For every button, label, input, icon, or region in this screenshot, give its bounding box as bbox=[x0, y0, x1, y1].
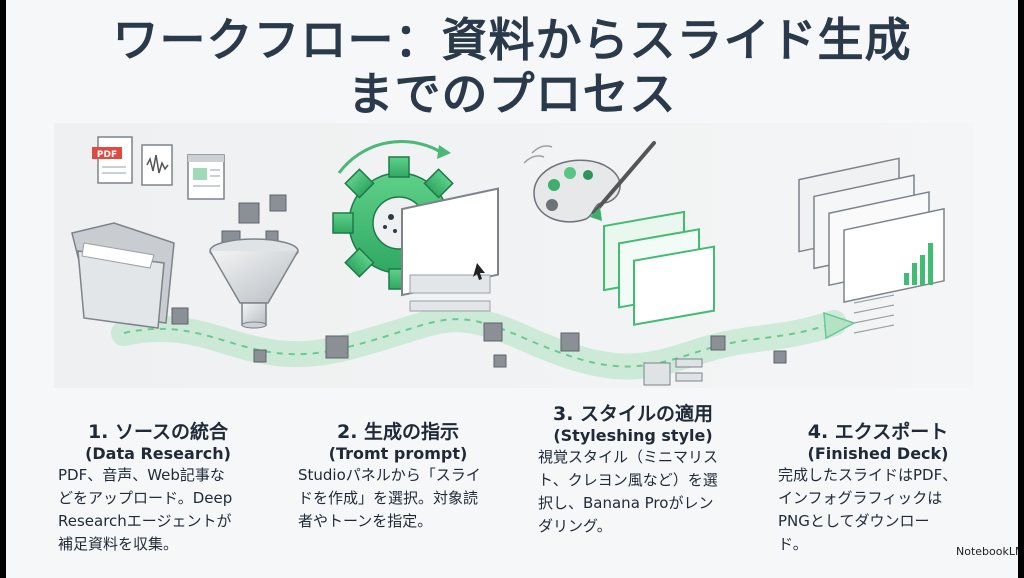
svg-text:PDF: PDF bbox=[97, 150, 117, 160]
step-3-subtitle: (Styleshing style) bbox=[553, 426, 713, 445]
slide-title-line-2: までのプロセス bbox=[347, 67, 677, 121]
step-4-body: 完成したスライドはPDF、インフォグラフィックはPNGとしてダウンロード。 bbox=[778, 466, 958, 553]
notebooklm-watermark: NotebookLM bbox=[956, 545, 1018, 558]
flow-arrow-head bbox=[823, 311, 856, 340]
workflow-illustration: PDF bbox=[54, 123, 974, 388]
funnel-icon bbox=[209, 238, 299, 329]
step-4-subtitle: (Finished Deck) bbox=[807, 444, 949, 463]
step-4: 4. エクスポート (Finished Deck) 完成したスライドはPDF、イ… bbox=[778, 420, 978, 556]
palette-icon bbox=[523, 141, 656, 223]
web-page-icon bbox=[187, 154, 225, 200]
prompt-window-icon bbox=[401, 187, 499, 312]
step-2-body: Studioパネルから「スライドを作成」を選択。対象読者やトーンを指定。 bbox=[298, 466, 481, 530]
step-2-title: 2. 生成の指示 bbox=[336, 421, 460, 443]
step-1-subtitle: (Data Research) bbox=[85, 444, 231, 463]
step-1-body: PDF、音声、Web記事などをアップロード。Deep Researchエージェン… bbox=[58, 466, 233, 553]
styled-slides-icon bbox=[603, 210, 715, 386]
folder-icon bbox=[71, 222, 175, 329]
finished-deck-icon bbox=[798, 157, 945, 334]
step-2: 2. 生成の指示 (Tromt prompt) Studioパネルから「スライド… bbox=[298, 420, 498, 533]
step-4-title: 4. エクスポート bbox=[807, 421, 949, 443]
slide: ワークフロー：資料からスライド生成 までのプロセス bbox=[6, 0, 1018, 578]
pdf-document-icon: PDF bbox=[92, 136, 133, 184]
slide-title-line-1: ワークフロー：資料からスライド生成 bbox=[112, 13, 912, 67]
step-1: 1. ソースの統合 (Data Research) PDF、音声、Web記事など… bbox=[58, 420, 258, 556]
audio-file-icon bbox=[141, 144, 173, 186]
step-3-title: 3. スタイルの適用 bbox=[552, 403, 714, 425]
step-3-body: 視覚スタイル（ミニマリスト、クレヨン風など）を選択し、Banana Proがレン… bbox=[538, 448, 719, 535]
step-1-title: 1. ソースの統合 bbox=[87, 421, 229, 443]
step-2-subtitle: (Tromt prompt) bbox=[328, 444, 468, 463]
step-3: 3. スタイルの適用 (Styleshing style) 視覚スタイル（ミニマ… bbox=[538, 402, 728, 538]
